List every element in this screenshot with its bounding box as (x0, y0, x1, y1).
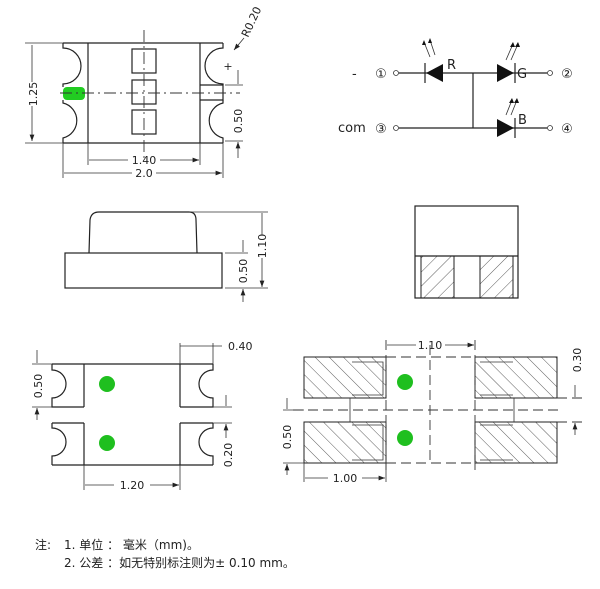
side-view: 1.10 0.50 (64, 211, 269, 302)
green-dot (397, 374, 413, 390)
led-blue-icon (497, 98, 519, 138)
polarity-mark: + (223, 60, 232, 73)
dim-gap: 0.20 (222, 443, 235, 468)
led-green-icon (497, 42, 520, 83)
dim-pad-height: 0.50 (32, 374, 45, 399)
pin1-marker (63, 87, 85, 100)
footprint-pad (474, 356, 558, 399)
dim-height: 1.25 (27, 82, 40, 107)
label-g: G (517, 67, 527, 82)
circuit-diagram: R G B - ① ② com ③ ④ (338, 38, 573, 138)
bottom-view: 0.40 0.50 0.20 1.20 (32, 340, 253, 492)
dim-pad-width: 0.40 (228, 340, 253, 353)
green-dot (99, 435, 115, 451)
notes-prefix: 注: (35, 537, 51, 552)
pin4-label: ④ (561, 122, 573, 137)
dim-fp-pad-gap: 0.30 (571, 348, 584, 373)
dim-radius: R0.20 (239, 5, 264, 40)
top-view: 1.25 0.50 1.40 2.0 R0.20 + (25, 5, 264, 180)
pin2-label: ② (561, 67, 573, 82)
dim-inner-width: 1.40 (132, 154, 157, 167)
label-r: R (447, 58, 456, 73)
chip-red (131, 48, 157, 74)
dim-pad-pitch: 0.50 (232, 109, 245, 134)
dim-total-height: 1.10 (256, 234, 269, 259)
footprint-pad (303, 356, 387, 399)
led-red-icon (422, 38, 443, 83)
dim-fp-gap: 1.10 (418, 339, 443, 352)
notes: 注: 1. 单位 ： 毫米（mm)。 2. 公差 ：如无特别标注则为± 0.10… (35, 537, 295, 570)
pin3-label: ③ (375, 122, 387, 137)
pin1-label: ① (375, 67, 387, 82)
note-tolerance: 2. 公差 ：如无特别标注则为± 0.10 mm。 (64, 555, 295, 570)
footprint-view: 1.10 0.30 0.50 1.00 (281, 339, 585, 485)
dim-pad-spacing: 1.20 (120, 479, 145, 492)
label-b: B (518, 113, 527, 128)
dim-fp-pad-length: 1.00 (333, 472, 358, 485)
footprint-pad (474, 421, 558, 464)
end-view (414, 205, 519, 299)
pin1-sign: - (352, 67, 357, 82)
pin3-name: com (338, 121, 366, 136)
footprint-pad (303, 421, 387, 464)
green-dot (99, 376, 115, 392)
green-dot (397, 430, 413, 446)
note-units: 1. 单位 ： 毫米（mm)。 (64, 537, 199, 552)
dim-width: 2.0 (135, 167, 153, 180)
dim-base-height: 0.50 (237, 259, 250, 284)
dim-fp-pad-height: 0.50 (281, 425, 294, 450)
